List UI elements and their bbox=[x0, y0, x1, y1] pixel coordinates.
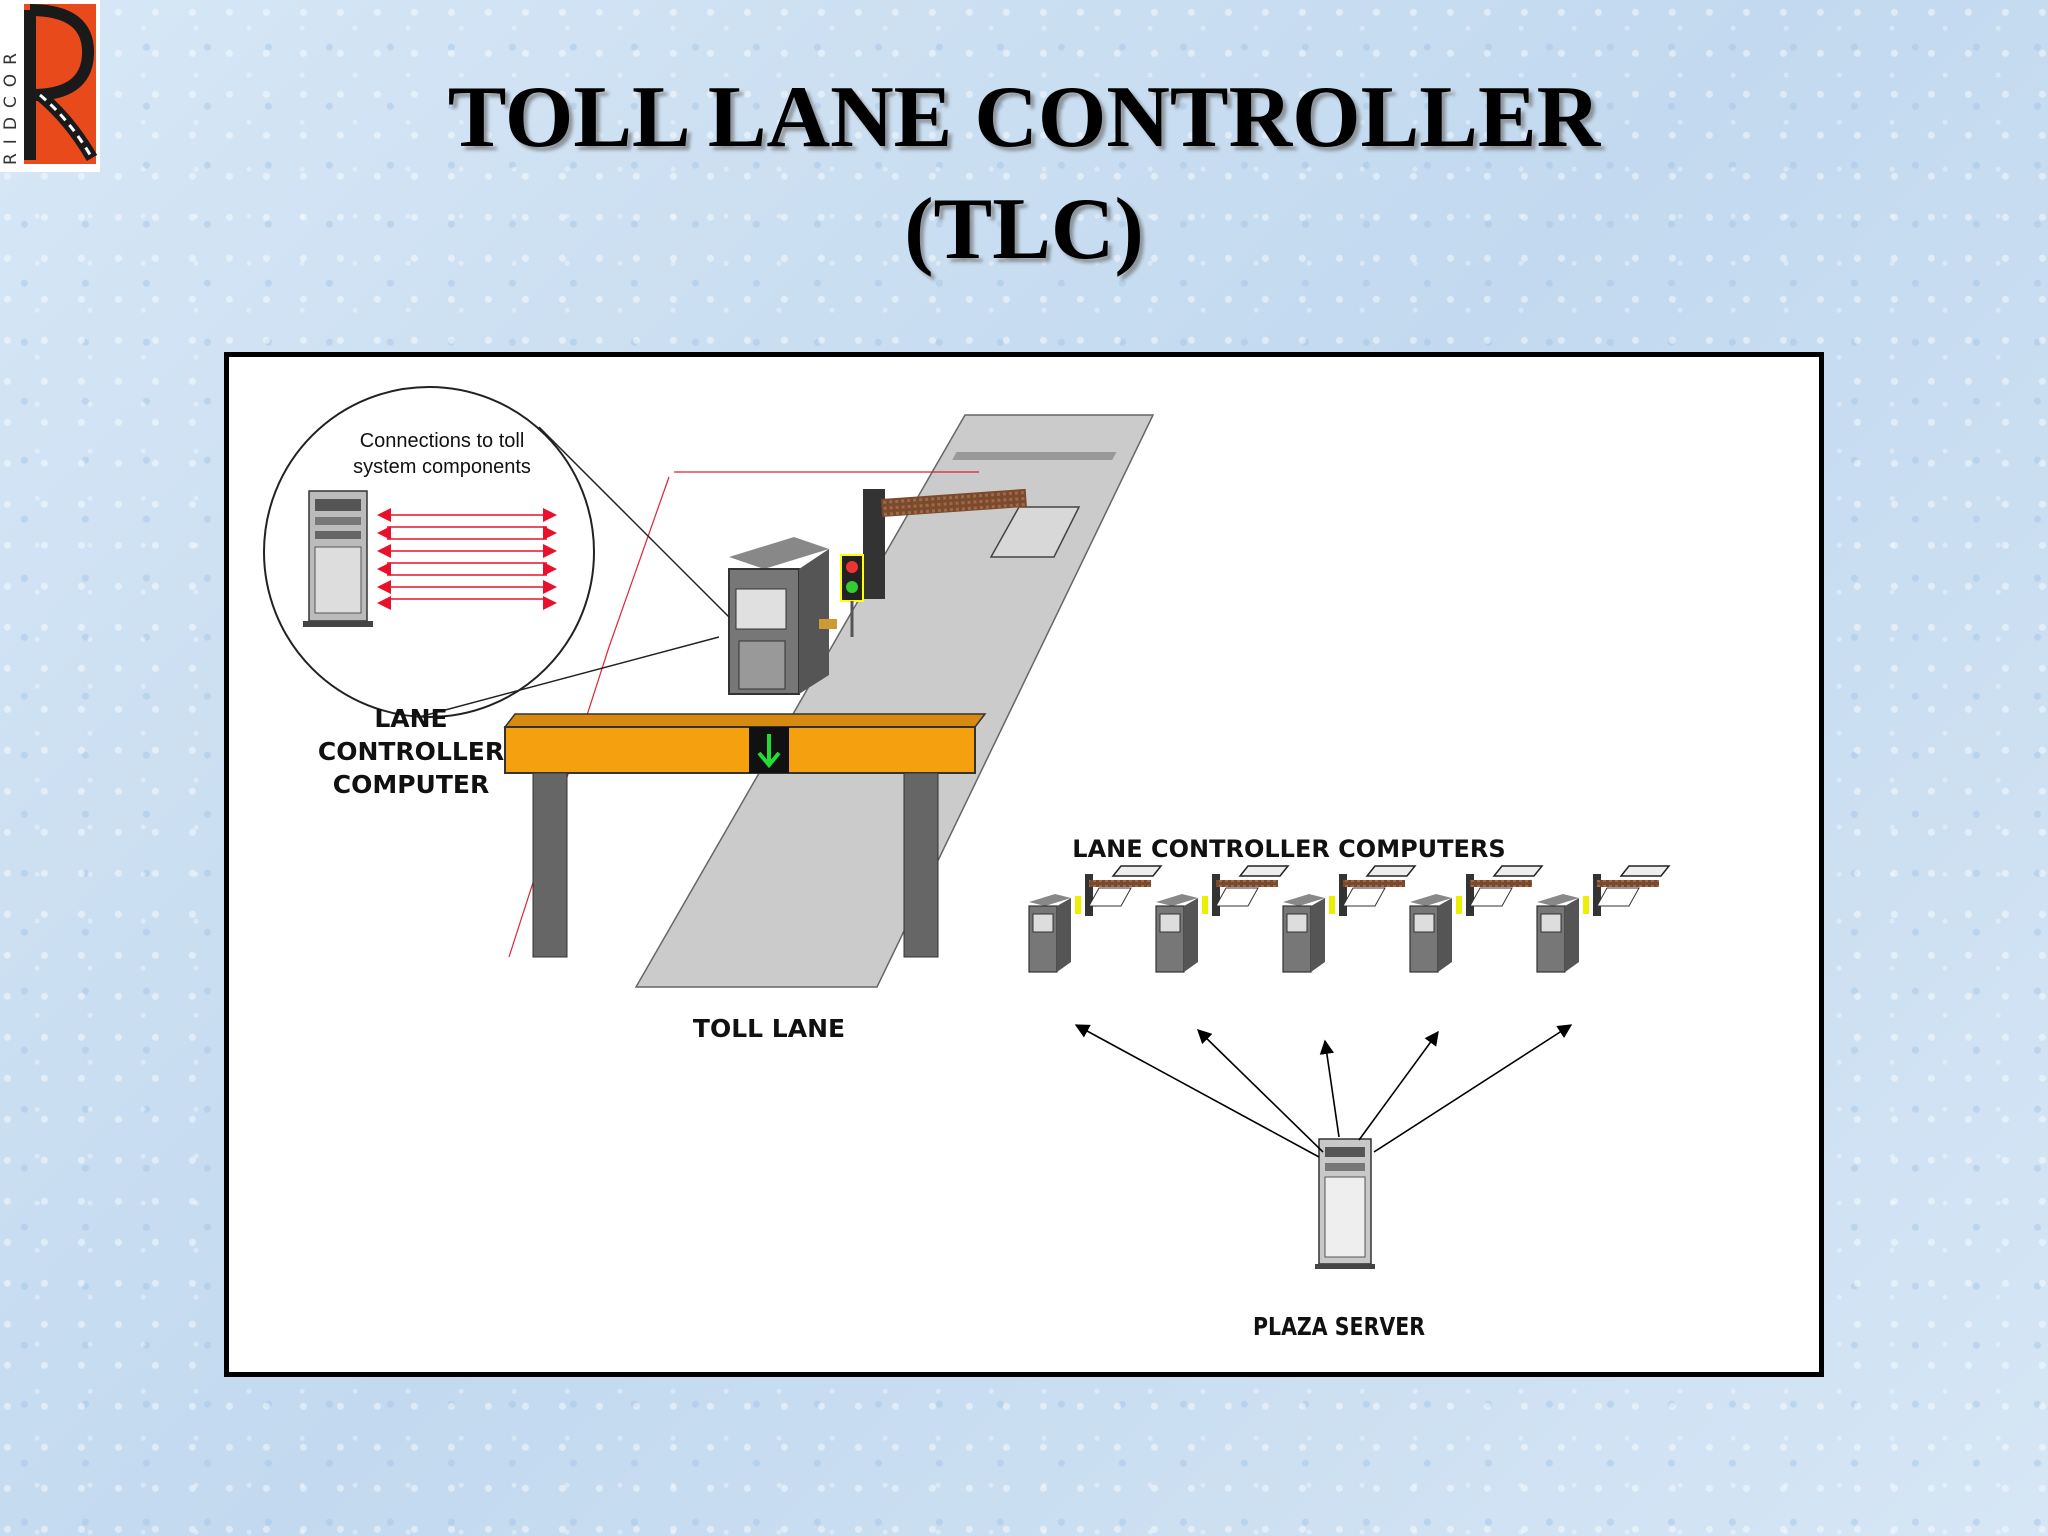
server-rack bbox=[303, 490, 373, 627]
lane-controller-unit bbox=[1409, 865, 1544, 973]
callout-circle bbox=[263, 386, 595, 718]
canopy-pillar bbox=[532, 772, 568, 958]
toll-booth bbox=[728, 537, 837, 695]
plaza-server bbox=[1315, 1138, 1375, 1269]
lane-controller-unit bbox=[1282, 865, 1417, 973]
toll-lane-label: TOLL LANE bbox=[692, 1014, 846, 1043]
canopy-top bbox=[503, 713, 987, 728]
server-link-arrows bbox=[1074, 1024, 1573, 1158]
toll-lane-road bbox=[634, 414, 1155, 988]
lane-controller-unit bbox=[1155, 865, 1290, 973]
toll-system-diagram bbox=[263, 386, 1671, 1269]
lane-marking bbox=[952, 452, 1117, 460]
logo-text: RIDCOR bbox=[1, 44, 21, 165]
diagram-frame: Connections to toll system components LA… bbox=[224, 352, 1824, 1377]
canopy-pillar bbox=[903, 772, 939, 958]
ridcor-logo: RIDCOR bbox=[0, 0, 100, 172]
lane-loop-pad bbox=[989, 506, 1081, 558]
lane-controller-unit bbox=[1028, 865, 1163, 973]
lane-controllers-label: LANE CONTROLLER COMPUTERS bbox=[1072, 835, 1506, 863]
barrier-post bbox=[863, 489, 885, 599]
slide-title-line1: TOLL LANE CONTROLLER bbox=[447, 69, 1601, 166]
canopy bbox=[504, 726, 976, 774]
callout-text: Connections to toll system components bbox=[353, 430, 531, 478]
lane-controller-units bbox=[1028, 865, 1671, 973]
connection-lines bbox=[387, 514, 547, 600]
connection-arrowheads bbox=[377, 508, 557, 610]
plaza-server-label: PLAZA SERVER bbox=[1252, 1312, 1426, 1341]
slide-title-line2: (TLC) bbox=[904, 181, 1144, 278]
lane-controller-unit bbox=[1536, 865, 1671, 973]
lane-controller-label: LANE CONTROLLER COMPUTER bbox=[317, 704, 505, 799]
barrier-arm bbox=[881, 488, 1027, 517]
